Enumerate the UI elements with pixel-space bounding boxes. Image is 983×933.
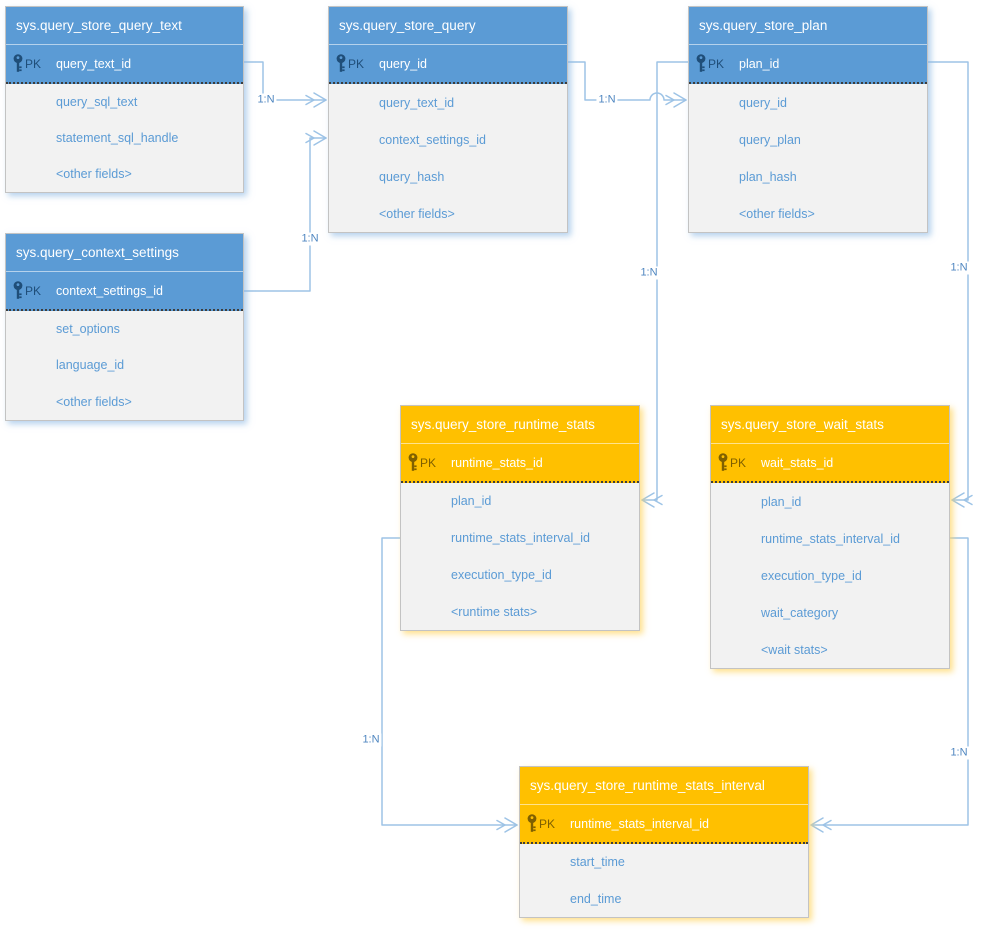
- connector-plan-runtimestats: [641, 61, 689, 501]
- field-row: start_time: [570, 855, 625, 870]
- primary-key-icon: [335, 54, 347, 73]
- primary-key-icon: [407, 453, 419, 472]
- entity-query-context-settings[interactable]: sys.query_context_settings PK context_se…: [5, 233, 244, 421]
- pk-row: PK query_text_id: [6, 45, 243, 84]
- field-row: runtime_stats_interval_id: [451, 531, 590, 546]
- primary-key-icon: [717, 453, 729, 472]
- primary-key-icon: [526, 814, 538, 833]
- pk-badge: PK: [539, 816, 556, 831]
- field-row: end_time: [570, 891, 622, 906]
- table-title: sys.query_store_query_text: [6, 7, 243, 45]
- field-row: query_plan: [739, 132, 801, 147]
- pk-badge: PK: [25, 56, 42, 71]
- pk-field-name: query_text_id: [56, 56, 132, 71]
- pk-row: PK context_settings_id: [6, 272, 243, 311]
- pk-field-name: query_id: [379, 56, 427, 71]
- pk-badge: PK: [25, 283, 42, 298]
- pk-badge: PK: [708, 56, 725, 71]
- field-row: <runtime stats>: [451, 604, 538, 619]
- pk-row: PK runtime_stats_id: [401, 444, 639, 483]
- entity-query-store-query-text[interactable]: sys.query_store_query_text PK query_text…: [5, 6, 244, 193]
- pk-badge: PK: [348, 56, 365, 71]
- pk-field-name: plan_id: [739, 56, 780, 71]
- field-row: context_settings_id: [379, 132, 487, 147]
- pk-row: PK runtime_stats_interval_id: [520, 805, 808, 844]
- field-row: set_options: [56, 322, 120, 337]
- field-list: plan_id runtime_stats_interval_id execut…: [711, 483, 949, 668]
- field-row: query_sql_text: [56, 95, 138, 109]
- relationship-label: 1:N: [360, 733, 382, 747]
- pk-badge: PK: [730, 455, 747, 470]
- field-row: query_text_id: [379, 95, 455, 110]
- connector-query-plan: [567, 61, 687, 101]
- connector-waitstats-interval: [810, 537, 969, 826]
- table-title: sys.query_context_settings: [6, 234, 243, 272]
- connector-plan-waitstats: [927, 61, 969, 501]
- field-row: <other fields>: [56, 167, 132, 181]
- relationship-label: 1:N: [299, 232, 321, 246]
- field-row: <other fields>: [379, 206, 455, 221]
- primary-key-icon: [695, 54, 707, 73]
- field-list: query_id query_plan plan_hash <other fie…: [689, 84, 927, 232]
- field-list: plan_id runtime_stats_interval_id execut…: [401, 483, 639, 630]
- table-title: sys.query_store_runtime_stats: [401, 406, 639, 444]
- entity-query-store-plan[interactable]: sys.query_store_plan PK plan_id query_id…: [688, 6, 928, 233]
- connector-contextsettings-query: [243, 137, 327, 292]
- field-list: start_time end_time: [520, 844, 808, 917]
- primary-key-icon: [12, 281, 24, 300]
- pk-field-name: context_settings_id: [56, 283, 164, 298]
- field-row: query_hash: [379, 169, 445, 184]
- field-row: query_id: [739, 95, 787, 110]
- entity-query-store-runtime-stats-interval[interactable]: sys.query_store_runtime_stats_interval P…: [519, 766, 809, 918]
- field-row: language_id: [56, 358, 125, 373]
- table-title: sys.query_store_runtime_stats_interval: [520, 767, 808, 805]
- field-row: plan_id: [761, 494, 802, 509]
- field-row: <other fields>: [739, 206, 815, 221]
- relationship-label: 1:N: [638, 266, 660, 280]
- pk-badge: PK: [420, 455, 437, 470]
- relationship-label: 1:N: [948, 261, 970, 275]
- pk-row: PK wait_stats_id: [711, 444, 949, 483]
- field-row: statement_sql_handle: [56, 131, 179, 145]
- field-list: set_options language_id <other fields>: [6, 311, 243, 420]
- field-list: query_text_id context_settings_id query_…: [329, 84, 567, 232]
- field-row: plan_hash: [739, 169, 797, 184]
- relationship-label: 1:N: [596, 93, 618, 107]
- entity-query-store-runtime-stats[interactable]: sys.query_store_runtime_stats PK runtime…: [400, 405, 640, 631]
- field-row: runtime_stats_interval_id: [761, 531, 900, 546]
- relationship-label: 1:N: [948, 746, 970, 760]
- primary-key-icon: [12, 54, 24, 73]
- pk-field-name: runtime_stats_interval_id: [570, 816, 709, 831]
- field-list: query_sql_text statement_sql_handle <oth…: [6, 84, 243, 192]
- pk-field-name: wait_stats_id: [761, 455, 834, 470]
- field-row: <wait stats>: [761, 642, 828, 657]
- field-row: <other fields>: [56, 394, 132, 409]
- connector-querytext-query: [243, 61, 327, 101]
- table-title: sys.query_store_query: [329, 7, 567, 45]
- field-row: wait_category: [761, 605, 839, 620]
- entity-query-store-wait-stats[interactable]: sys.query_store_wait_stats PK wait_stats…: [710, 405, 950, 669]
- field-row: plan_id: [451, 494, 492, 509]
- pk-row: PK query_id: [329, 45, 567, 84]
- connector-runtimestats-interval: [381, 537, 518, 826]
- field-row: execution_type_id: [451, 567, 552, 582]
- field-row: execution_type_id: [761, 568, 862, 583]
- pk-row: PK plan_id: [689, 45, 927, 84]
- table-title: sys.query_store_plan: [689, 7, 927, 45]
- pk-field-name: runtime_stats_id: [451, 455, 543, 470]
- entity-query-store-query[interactable]: sys.query_store_query PK query_id query_…: [328, 6, 568, 233]
- table-title: sys.query_store_wait_stats: [711, 406, 949, 444]
- relationship-label: 1:N: [255, 93, 277, 107]
